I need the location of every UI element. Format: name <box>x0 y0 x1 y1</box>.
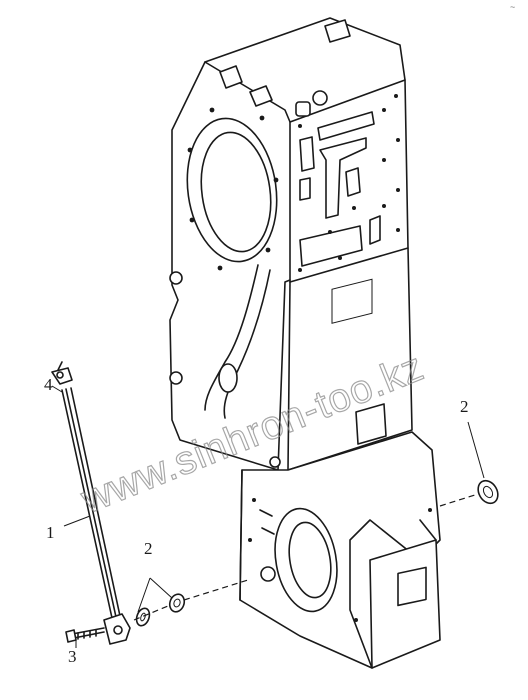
rod-end-fitting <box>103 613 131 645</box>
part-4-handle <box>51 361 73 385</box>
flange-bolts <box>187 107 279 271</box>
lower-housing <box>239 431 441 669</box>
part-2-washer-right <box>477 479 499 505</box>
callout-4: 4 <box>44 375 53 394</box>
callout-1: 1 <box>46 523 55 542</box>
face-bolts <box>298 94 400 272</box>
corner-mark: ~ <box>510 2 515 12</box>
callout-2-left: 2 <box>144 539 153 558</box>
part-1-rod <box>61 387 121 619</box>
callout-2-right: 2 <box>460 397 469 416</box>
leader-lines <box>51 385 485 648</box>
transmission-housing <box>169 17 413 471</box>
callout-3: 3 <box>68 647 77 666</box>
part-3-bolt <box>65 627 105 643</box>
part-2-washer-left <box>135 593 186 627</box>
assembly-lines <box>133 493 479 621</box>
